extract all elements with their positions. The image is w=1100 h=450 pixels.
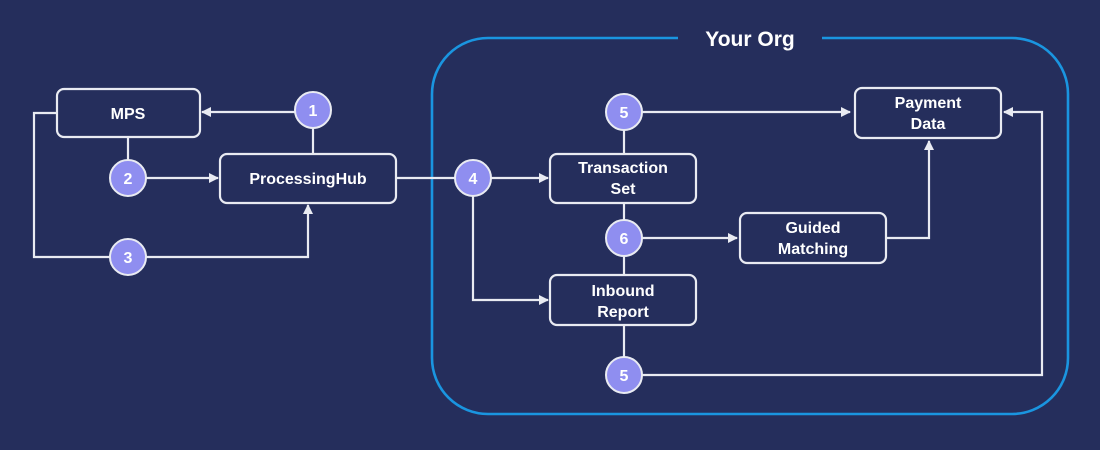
badge-5-bottom-circle [605,356,643,394]
badge-3-label: 3 [124,250,133,267]
edge-guided-matching-to-payment-data [886,140,934,240]
guided-matching-box [738,211,888,265]
badge-2-label: 2 [124,171,133,188]
edge-mps-to-badge-3 [32,111,110,259]
payment-data-label-line2: Data [911,116,946,133]
badge-5-top-circle [605,93,643,131]
transaction-set-box [548,152,698,205]
node-processinghub: ProcessingHub [218,152,398,205]
your-org-label-bg [678,24,822,54]
your-org-group: Your Org [430,24,1070,416]
badge-5-top-label: 5 [620,105,629,122]
badge-3-circle [109,238,147,276]
transaction-set-label-line2: Set [611,181,637,198]
processinghub-box [218,152,398,205]
edges [32,107,1044,377]
mps-box [55,87,202,139]
inbound-report-label-line1: Inbound [591,283,654,300]
badge-1: 1 [294,91,332,129]
badge-5-bottom-label: 5 [620,368,629,385]
node-inbound-report: Inbound Report [548,273,698,327]
node-transaction-set: Transaction Set [548,152,698,205]
badge-2: 2 [109,159,147,197]
badge-5-bottom: 5 [605,356,643,394]
processinghub-label: ProcessingHub [249,171,367,188]
badge-4: 4 [454,159,492,197]
inbound-report-box [548,273,698,327]
badge-3: 3 [109,238,147,276]
badge-2-circle [109,159,147,197]
badge-5-top: 5 [605,93,643,131]
your-org-boundary [430,36,1070,416]
badge-6-label: 6 [620,231,629,248]
badge-4-label: 4 [469,171,478,188]
your-org-label: Your Org [705,28,794,51]
payment-data-label-line1: Payment [895,95,962,112]
edge-badge-3-to-processinghub [146,204,313,259]
badge-1-label: 1 [309,103,318,120]
inbound-report-label-line2: Report [597,304,649,321]
edge-badge-5b-to-payment-data [642,107,1044,377]
badge-6: 6 [605,219,643,257]
transaction-set-label-line1: Transaction [578,160,668,177]
payment-data-box [853,86,1003,140]
guided-matching-label-line2: Matching [778,241,848,258]
badge-6-circle [605,219,643,257]
guided-matching-label-line1: Guided [785,220,840,237]
badge-1-circle [294,91,332,129]
node-guided-matching: Guided Matching [738,211,888,265]
mps-label: MPS [111,106,146,123]
badge-4-circle [454,159,492,197]
node-payment-data: Payment Data [853,86,1003,140]
node-mps: MPS [55,87,202,139]
edge-badge-4-to-inbound-report [471,196,549,305]
